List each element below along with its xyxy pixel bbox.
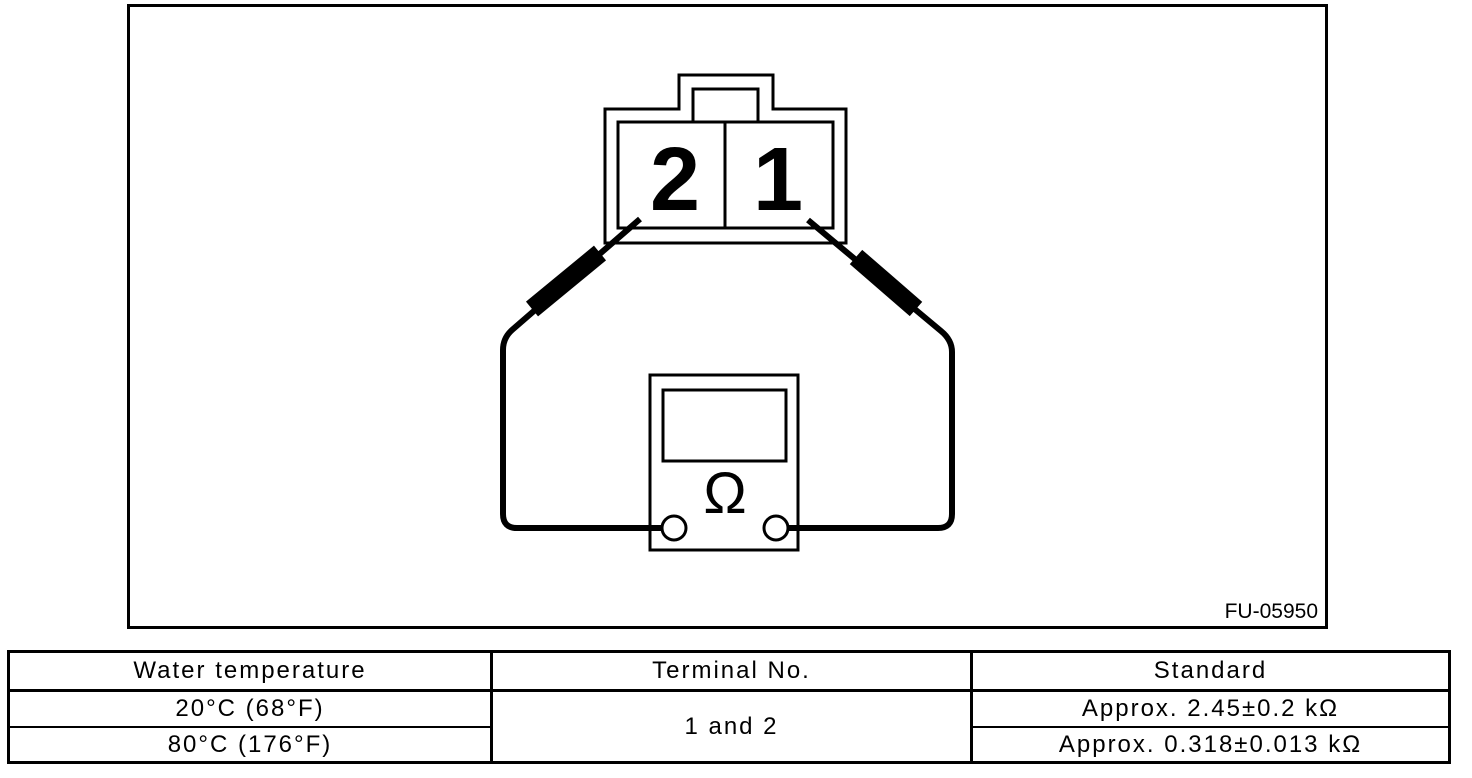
test-lead-right	[788, 217, 955, 531]
test-probe-right	[849, 249, 923, 317]
col-header-terminal-no: Terminal No.	[490, 650, 973, 692]
terminal-no-value: 1 and 2	[490, 689, 973, 764]
figure-code: FU-05950	[1224, 600, 1318, 623]
col-header-water-temperature: Water temperature	[7, 650, 493, 692]
water-temperature-value-2: 80°C (176°F)	[7, 726, 493, 764]
test-lead-left	[500, 216, 662, 531]
connector-lock-tab	[691, 87, 760, 124]
table-row: 20°C (68°F) 1 and 2 Approx. 2.45±0.2 kΩ	[7, 689, 1451, 764]
col-header-standard: Standard	[970, 650, 1451, 692]
standard-value-1: Approx. 2.45±0.2 kΩ	[970, 689, 1451, 728]
ohmmeter-jack-left	[660, 514, 688, 542]
test-probe-left	[525, 245, 607, 317]
ohmmeter-display	[661, 388, 788, 463]
ohmmeter-jack-right	[762, 514, 790, 542]
table-header-row: Water temperature Terminal No. Standard	[7, 650, 1451, 692]
table-row: 80°C (176°F) Approx. 0.318±0.013 kΩ	[7, 726, 1451, 764]
terminal-1-label: 1	[752, 130, 804, 230]
standard-value-2: Approx. 0.318±0.013 kΩ	[970, 726, 1451, 764]
resistance-spec-table: Water temperature Terminal No. Standard …	[7, 650, 1451, 764]
water-temperature-value-1: 20°C (68°F)	[7, 689, 493, 728]
ohm-symbol-icon: Ω	[703, 461, 747, 526]
terminal-2-label: 2	[649, 130, 701, 230]
